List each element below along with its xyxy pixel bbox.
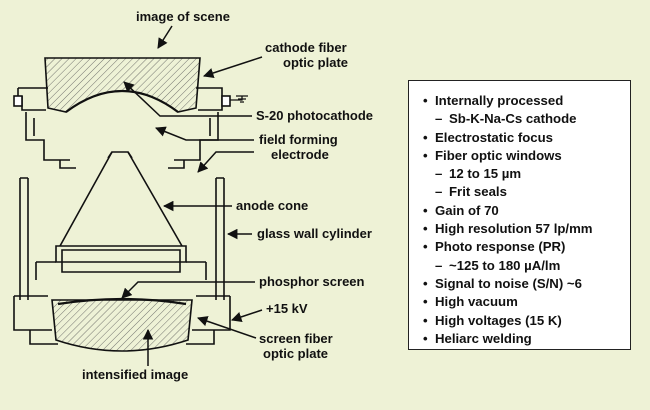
label-photocathode: S-20 photocathode [256,108,373,123]
phosphor-curve [57,297,187,306]
ground-wire [230,95,248,103]
spec-item: Signal to noise (S/N) ~6 [423,275,630,294]
top-flange [17,87,223,96]
labels: image of scene cathode fiber optic plate… [82,9,373,382]
arrow-screen-plate [197,316,257,339]
arrow-photocathode [123,81,252,117]
spec-sub-item: Sb-K-Na-Cs cathode [423,110,630,129]
arrow-cathode-plate [203,56,263,79]
label-field-forming-2: electrode [271,147,329,162]
label-image-of-scene: image of scene [136,9,230,24]
arrow-image-of-scene [157,25,173,49]
leader-arrows [121,25,263,366]
label-intensified-image: intensified image [82,367,188,382]
cathode-plate [44,57,201,113]
spec-sub-item: 12 to 15 µm [423,165,630,184]
spec-item: Gain of 70 [423,202,630,221]
field-electrode-right [174,112,219,161]
label-screen-fiber-2: optic plate [263,346,328,361]
spec-item: High resolution 57 lp/mm [423,220,630,239]
arrow-voltage [231,309,263,322]
tube-drawing [13,57,248,352]
glass-wall-right [215,178,225,300]
label-phosphor-screen: phosphor screen [259,274,365,289]
arrow-field-electrode-upper [155,126,254,141]
anode-cone [59,151,183,247]
spec-item: Fiber optic windows [423,147,630,166]
specifications-list: Internally processedSb-K-Na-Cs cathodeEl… [409,81,630,348]
cathode-inner-curve [65,89,179,113]
spec-item: Heliarc welding [423,330,630,349]
label-anode-cone: anode cone [236,198,308,213]
screen-plate [51,299,193,352]
anode-cone-base [55,245,187,263]
spec-item: Photo response (PR) [423,238,630,257]
arrow-field-electrode-lower [197,151,254,173]
spec-sub-item: Frit seals [423,183,630,202]
spec-item: High vacuum [423,293,630,312]
label-glass-wall: glass wall cylinder [257,226,372,241]
spec-item: Internally processed [423,92,630,111]
label-screen-fiber-1: screen fiber [259,331,333,346]
glass-wall-left [19,178,29,300]
label-cathode-fiber-1: cathode fiber [265,40,347,55]
field-electrode-left [25,112,70,161]
label-cathode-fiber-2: optic plate [283,55,348,70]
arrow-phosphor-screen [121,281,255,299]
spec-sub-item: ~125 to 180 µA/lm [423,257,630,276]
specifications-box: Internally processedSb-K-Na-Cs cathodeEl… [408,80,631,350]
label-field-forming-1: field forming [259,132,338,147]
label-voltage: +15 kV [266,301,308,316]
spec-item: High voltages (15 K) [423,312,630,331]
spec-item: Electrostatic focus [423,129,630,148]
